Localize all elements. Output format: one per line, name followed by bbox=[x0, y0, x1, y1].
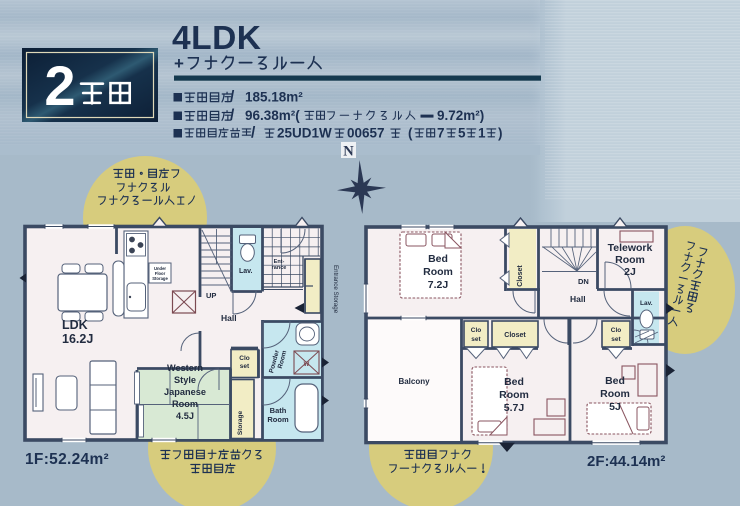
svg-text:Telework: Telework bbox=[608, 242, 653, 254]
svg-text:96.38m²(: 96.38m²( bbox=[245, 108, 300, 123]
svg-text:Clo: Clo bbox=[611, 327, 622, 334]
svg-text:DN: DN bbox=[578, 277, 589, 286]
svg-text:UP: UP bbox=[206, 291, 216, 300]
svg-text:Entrance Storage: Entrance Storage bbox=[332, 265, 339, 314]
svg-text:9.72m²): 9.72m²) bbox=[437, 108, 484, 123]
svg-text:Western: Western bbox=[167, 363, 203, 373]
svg-text:2F:44.14m²: 2F:44.14m² bbox=[587, 453, 665, 470]
svg-text:N: N bbox=[343, 144, 354, 160]
svg-text:+: + bbox=[174, 54, 184, 73]
svg-text:Japanese: Japanese bbox=[164, 387, 206, 397]
svg-text:Bed: Bed bbox=[605, 375, 625, 387]
svg-text:Lav.: Lav. bbox=[640, 300, 653, 307]
svg-text:Room: Room bbox=[277, 350, 289, 370]
svg-text:Storage: Storage bbox=[152, 276, 168, 281]
svg-text:Floor: Floor bbox=[155, 271, 166, 276]
svg-text:Room: Room bbox=[600, 388, 630, 400]
svg-text:2J: 2J bbox=[624, 266, 636, 278]
svg-text:Hall: Hall bbox=[570, 294, 586, 304]
svg-text:5: 5 bbox=[458, 126, 466, 141]
svg-text:/: / bbox=[230, 89, 235, 106]
svg-text:5J: 5J bbox=[609, 401, 621, 413]
svg-text:Closet: Closet bbox=[517, 265, 524, 287]
svg-text:(: ( bbox=[408, 126, 413, 141]
svg-text:7: 7 bbox=[437, 126, 445, 141]
svg-text:Bath: Bath bbox=[270, 406, 287, 415]
svg-text:00657: 00657 bbox=[347, 126, 385, 141]
svg-text:7.2J: 7.2J bbox=[428, 279, 449, 291]
svg-text:1: 1 bbox=[478, 126, 486, 141]
svg-text:set: set bbox=[471, 336, 481, 343]
svg-text:set: set bbox=[240, 363, 250, 370]
svg-text:rance: rance bbox=[272, 265, 287, 271]
svg-text:Room: Room bbox=[615, 254, 645, 266]
svg-text:5.7J: 5.7J bbox=[504, 402, 525, 414]
svg-text:W: W bbox=[304, 362, 310, 368]
svg-text:Room: Room bbox=[172, 399, 198, 409]
svg-text:Style: Style bbox=[174, 375, 196, 385]
svg-text:Room: Room bbox=[499, 389, 529, 401]
svg-text:/: / bbox=[251, 125, 256, 142]
svg-text:2: 2 bbox=[44, 54, 75, 117]
svg-text:Clo: Clo bbox=[239, 355, 250, 362]
svg-text:Bed: Bed bbox=[504, 376, 524, 388]
svg-text:LDK: LDK bbox=[62, 318, 88, 332]
svg-text:Bed: Bed bbox=[428, 253, 448, 265]
svg-text:Room: Room bbox=[423, 266, 453, 278]
svg-text:Balcony: Balcony bbox=[398, 377, 430, 386]
svg-text:Ent-: Ent- bbox=[274, 259, 285, 265]
svg-text:Under: Under bbox=[154, 266, 166, 271]
svg-text:Room: Room bbox=[267, 415, 289, 424]
svg-text:25UD1W: 25UD1W bbox=[277, 126, 332, 141]
svg-text:Lav.: Lav. bbox=[239, 268, 253, 275]
svg-text:Storage: Storage bbox=[237, 411, 244, 436]
svg-text:): ) bbox=[498, 126, 503, 141]
svg-text:185.18m²: 185.18m² bbox=[245, 90, 303, 105]
svg-text:/: / bbox=[230, 107, 235, 124]
svg-text:Clo: Clo bbox=[471, 327, 482, 334]
svg-text:Closet: Closet bbox=[504, 332, 526, 339]
svg-text:Hall: Hall bbox=[221, 313, 237, 323]
svg-text:set: set bbox=[611, 336, 621, 343]
svg-text:16.2J: 16.2J bbox=[62, 332, 93, 346]
svg-text:4.5J: 4.5J bbox=[176, 411, 194, 421]
svg-text:1F:52.24m²: 1F:52.24m² bbox=[25, 451, 109, 468]
svg-text:4LDK: 4LDK bbox=[172, 20, 261, 57]
